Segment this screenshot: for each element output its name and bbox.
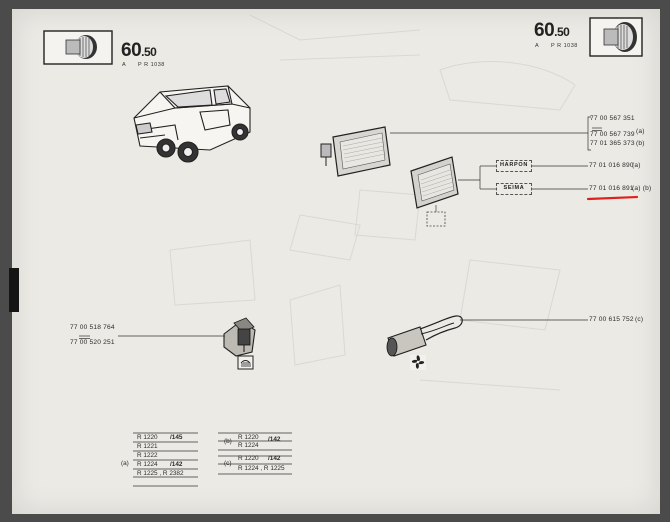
applicability-b-row-1-suffix: /142: [268, 436, 281, 443]
applicability-label-c: (c): [224, 460, 232, 467]
fan-icon: [410, 355, 426, 370]
part-flag-lamp-a: (a): [636, 128, 645, 135]
switch-parts-bracket: [79, 335, 90, 339]
applicability-a-row-4: R 1224: [137, 461, 158, 468]
variant-connector-lines: [458, 165, 588, 190]
part-flag-wire: (c): [635, 316, 644, 323]
applicability-a-row-3: R 1222: [137, 452, 158, 459]
part-number-switch-1: 77 00 518 764: [70, 324, 115, 331]
section-code-right-int: 60: [534, 20, 555, 41]
part-flag-seima: (a) (b): [632, 185, 652, 192]
part-number-switch-2: 77 00 520 251: [70, 339, 115, 346]
applicability-table-lines: [133, 432, 292, 487]
print-through-ghost: [169, 14, 576, 391]
lamp-group-bracket: [587, 116, 602, 151]
variant-tag-harpon: HARPON: [496, 160, 532, 172]
part-number-lamp-3: 77 01 365 373: [590, 140, 635, 147]
rear-defrost-icon: [237, 355, 254, 370]
applicability-a-row-4-suffix: /142: [170, 461, 183, 468]
applicability-label-b: (b): [224, 438, 232, 445]
applicability-c-row-1-suffix: /142: [268, 455, 281, 462]
car-illustration: [133, 85, 251, 163]
applicability-a-row-2: R 1221: [137, 443, 158, 450]
applicability-c-row-1: R 1220: [238, 455, 259, 462]
applicability-a-row-5: R 1225 , R 2382: [137, 470, 184, 477]
applicability-a-row-1-suffix: /145: [170, 434, 183, 441]
part-number-lamp-1: 77 00 567 351: [590, 115, 635, 122]
section-letter-left: A: [122, 62, 127, 68]
section-ref-right: P R 1038: [551, 43, 578, 49]
hazard-switch: [118, 317, 256, 357]
header-left-lamp-icon: [43, 30, 113, 65]
section-code-right: 60.50: [534, 20, 570, 42]
blower-resistor-wire: [386, 315, 588, 357]
applicability-label-a: (a): [121, 460, 129, 467]
part-flag-lamp-b: (b): [636, 140, 645, 147]
section-code-left: 60.50: [121, 40, 157, 62]
section-letter-right: A: [535, 43, 540, 49]
section-code-left-int: 60: [121, 40, 142, 61]
applicability-b-row-2: R 1224: [238, 442, 259, 449]
side-repeater-lamp: [320, 126, 588, 177]
applicability-b-row-1: R 1220: [238, 434, 259, 441]
part-number-lamp-2: 77 00 567 739: [590, 131, 635, 138]
header-right-lamp-icon: [589, 17, 643, 57]
alternative-repeater-lamp: [410, 156, 459, 227]
part-flag-harpon: (a): [632, 162, 641, 169]
applicability-c-row-2: R 1224 , R 1225: [238, 465, 285, 472]
part-number-harpon: 77 01 016 890: [589, 162, 634, 169]
applicability-a-row-1: R 1220: [137, 434, 158, 441]
binder-tab: [9, 268, 19, 312]
section-code-right-dec: .50: [554, 25, 570, 39]
part-number-seima: 77 01 016 891: [589, 185, 634, 192]
highlight-underline: [586, 195, 639, 201]
section-ref-left: P R 1038: [138, 62, 165, 68]
part-number-wire: 77 00 615 752: [589, 316, 634, 323]
section-code-left-dec: .50: [141, 45, 157, 59]
catalog-page: [12, 9, 660, 514]
variant-tag-seima: SEIMA: [496, 183, 532, 195]
